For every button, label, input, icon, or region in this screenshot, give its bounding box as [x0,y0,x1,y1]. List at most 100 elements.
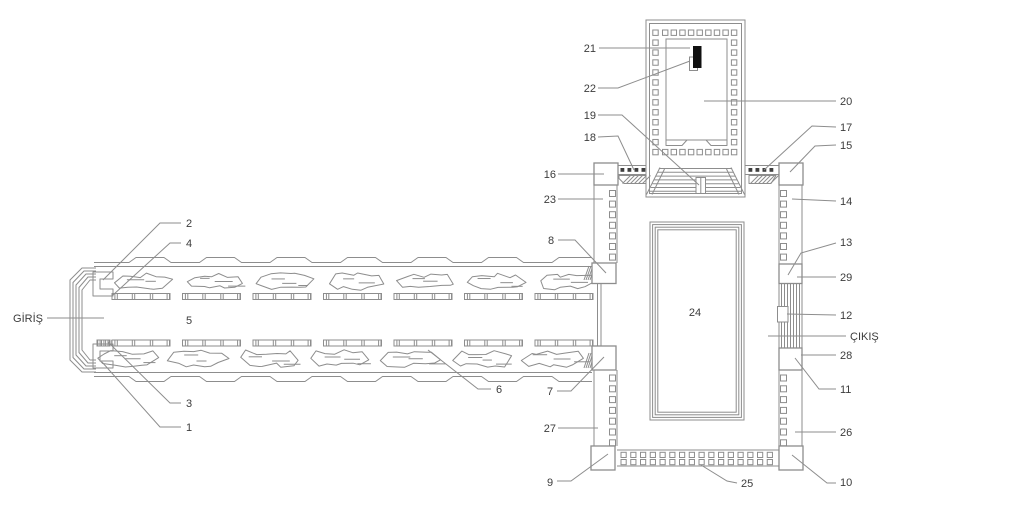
planting-blob [379,351,441,368]
pillar-square [620,459,627,466]
pillar-square [609,190,616,197]
label-4: 4 [186,238,192,250]
temple-column [730,138,738,146]
leader-line-1 [101,361,181,428]
entrance-frame [75,273,96,367]
label-25: 25 [741,478,753,490]
temple-column [652,59,659,66]
pillar-square [640,459,647,466]
temple-column [652,109,659,116]
cella-anta-right [705,139,728,146]
pillar-square [780,406,787,414]
colonnade-rail [323,339,382,347]
pillar-square [609,243,616,250]
temple-column [730,89,738,96]
pillar-square [609,406,616,414]
planting-blob [452,350,513,368]
pillar-square [609,385,616,393]
colonnade-rail [182,339,241,347]
entrance-frame [78,276,96,364]
temple-column [705,29,712,36]
leader-line-17 [763,125,837,171]
pillar-square [679,459,686,466]
colonnade-rail [111,339,171,347]
leader-line-13 [787,242,837,276]
temple-column [730,148,738,156]
pillar-square [679,451,686,458]
entrance-frame [72,270,96,370]
pillar-square [649,459,656,466]
pool-border [654,226,740,416]
temple-column [652,49,659,56]
junction-hatch [583,265,590,281]
temple-column [652,148,659,156]
label-10: 10 [840,477,852,489]
pillar-square [747,459,754,466]
leader-line-11 [794,357,836,390]
planting-blob [255,272,315,290]
label-5: 5 [186,315,192,327]
entrance-frame [81,279,96,361]
colonnade-rail [323,293,382,300]
hatch-line [762,175,771,184]
stair-side [730,167,745,195]
label-ÇIKIŞ: ÇIKIŞ [850,331,879,343]
colonnade-rail [464,339,523,347]
pillar-square [620,451,627,458]
leader-line-14 [791,198,837,202]
temple-column [652,99,659,106]
tower-29 [778,263,803,285]
pillar-square [737,451,744,458]
planting-blob [114,272,174,290]
pillar-square [609,221,616,229]
pillar-square [757,459,764,466]
colonnade-rail [252,293,312,300]
element-21 [693,46,702,68]
label-24: 24 [689,307,701,319]
temple-column [679,29,686,36]
planting-blob [396,273,454,288]
stair-side [651,168,665,195]
hatch-line [770,175,779,184]
hatch-line [634,175,643,184]
leader-line-4 [112,242,181,296]
temple [645,19,746,198]
planting-blob [186,273,243,289]
entrance-frame [69,267,96,373]
hatch-line [750,175,759,184]
planting-blob [520,350,584,368]
hatch-line [758,175,767,184]
label-20: 20 [840,96,852,108]
leader-line-18 [597,135,635,171]
pillar-square [669,451,676,458]
pillar-square [688,451,695,458]
temple-column [722,29,729,36]
temple-column [705,148,712,156]
band-dot [627,168,632,172]
temple-column [652,39,659,46]
temple-column [730,109,738,116]
temple-column [670,148,678,156]
pillar-square [609,374,616,382]
label-28: 28 [840,350,852,362]
pillar-square [780,211,787,219]
label-21: 21 [584,43,596,55]
leader-line-22 [598,60,691,89]
pillar-square [780,253,787,261]
temple-column [730,129,738,136]
pillar-square [669,459,676,466]
pillar-square [609,428,616,436]
planting-blob [329,272,385,291]
temple-column [652,79,659,86]
entrance-corridor [69,257,602,382]
temple-column [687,29,695,36]
temple-outer-wall [645,19,746,198]
pillar-square [698,451,705,458]
junction-hatch [583,352,590,369]
corridor-outer-wall [94,257,592,263]
pillar-square [609,232,616,240]
label-16: 16 [544,169,556,181]
colonnade-rail [393,293,453,300]
